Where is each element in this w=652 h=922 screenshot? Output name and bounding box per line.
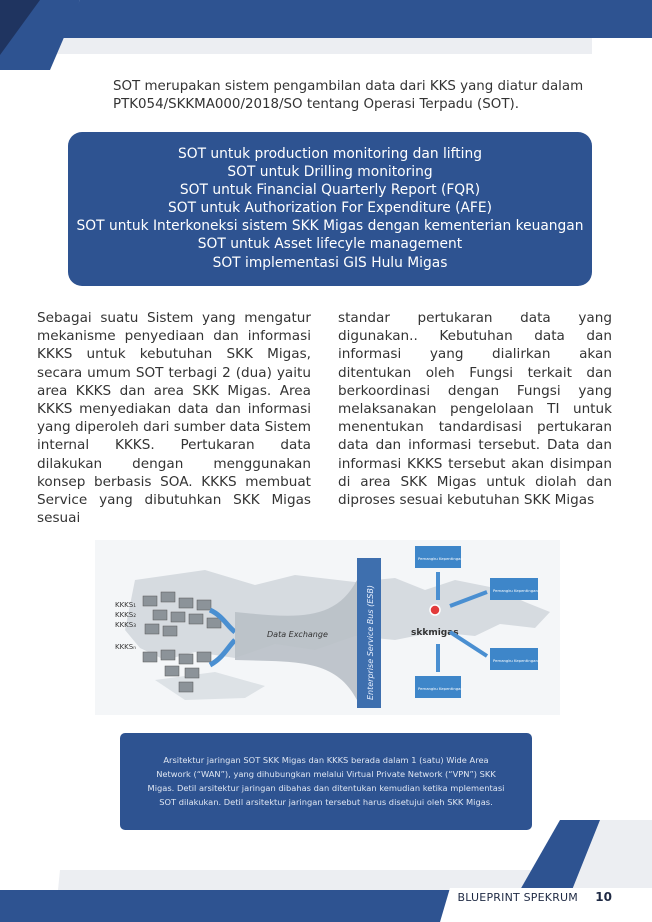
stakeholder-label: Pemangku Kepentingan: [418, 686, 464, 691]
header-decoration: [0, 0, 652, 70]
kkks-server-grid: [142, 591, 222, 693]
sot-list-item: SOT untuk production monitoring dan lift…: [178, 146, 482, 162]
sot-list-item: SOT untuk Asset lifecyle management: [197, 236, 463, 253]
stakeholder-boxes: [415, 546, 538, 698]
stakeholder-label: Pemangku Kepentingan: [418, 556, 464, 561]
page-number: 10: [595, 890, 612, 904]
flow-arrow: [208, 638, 237, 668]
footer-title: BLUEPRINT SPEKRUM: [457, 891, 578, 904]
kkks-label: KKKSₙ: [115, 643, 136, 651]
data-exchange-funnel: [235, 580, 357, 700]
figure-caption: Arsitektur jaringan SOT SKK Migas dan KK…: [120, 733, 532, 830]
flow-arrow: [208, 607, 237, 634]
kkks-label: KKKS₃: [115, 621, 136, 629]
architecture-diagram: KKKS₁ KKKS₂ KKKS₃ KKKSₙ Data Exchange En…: [95, 540, 560, 715]
kkks-label: KKKS₁: [115, 601, 136, 609]
skkmigas-logo: skkmigas: [411, 628, 459, 638]
sot-list-item: SOT implementasi GIS Hulu Migas: [212, 254, 448, 271]
sot-list-box: SOT untuk production monitoring dan lift…: [68, 132, 592, 286]
stakeholder-label: Pemangku Kepentingan: [493, 588, 539, 593]
stakeholder-arrows: [436, 572, 489, 672]
location-pin-icon: [429, 604, 441, 616]
footer-decoration: [0, 820, 652, 922]
esb-label: Enterprise Service Bus (ESB): [366, 585, 375, 700]
stakeholder-label: Pemangku Kepentingan: [493, 658, 539, 663]
data-exchange-label: Data Exchange: [267, 630, 328, 639]
sot-list-item: SOT untuk Authorization For Expenditure …: [168, 200, 492, 217]
esb-bar: [357, 558, 381, 708]
sot-list-item: SOT untuk Financial Quarterly Report (FQ…: [179, 182, 481, 199]
body-column-left: Sebagai suatu Sistem yang mengatur mekan…: [37, 310, 311, 527]
body-column-right: standar pertukaran data yang digunakan..…: [338, 310, 612, 509]
kkks-label: KKKS₂: [115, 611, 136, 619]
sot-list-item: SOT untuk Interkoneksi sistem SKK Migas …: [76, 218, 584, 235]
map-island: [155, 672, 265, 700]
intro-paragraph: SOT merupakan sistem pengambilan data da…: [113, 79, 584, 112]
sot-list-item: SOT untuk Drilling monitoring: [227, 164, 433, 181]
